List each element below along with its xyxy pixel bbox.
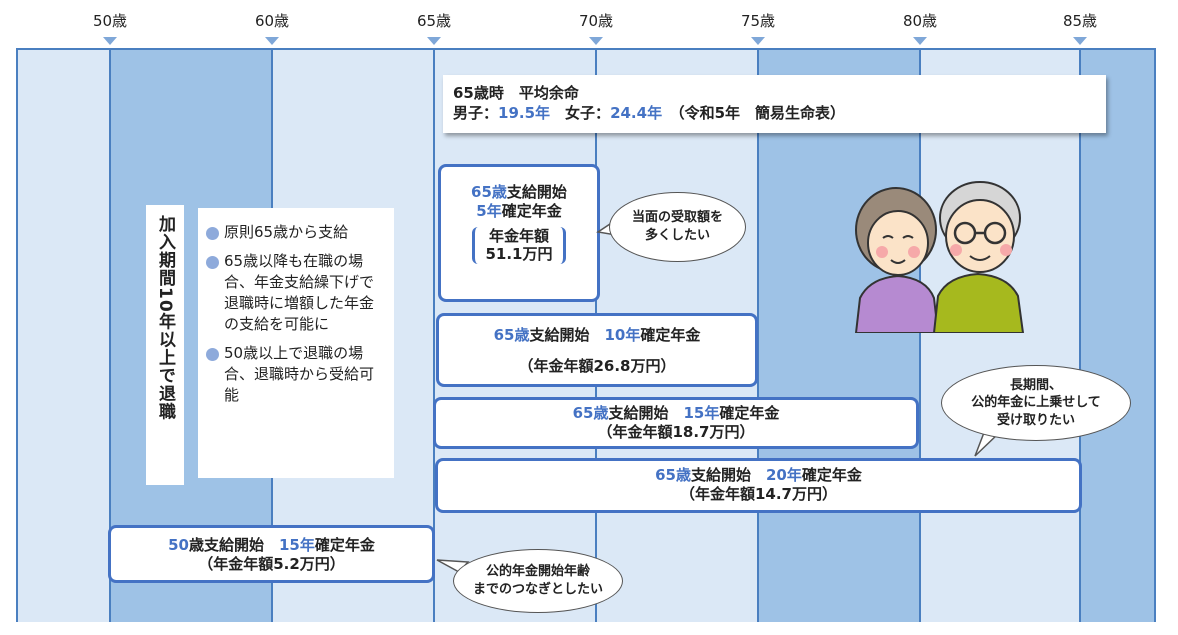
condition-item: 50歳以上で退職の場合、退職時から受給可能 (206, 343, 388, 406)
marker-80 (913, 37, 927, 45)
female-value: 24.4年 (610, 104, 663, 123)
age-label-60: 60歳 (254, 12, 290, 30)
gridline-50 (109, 48, 111, 622)
plan-50-start: 50歳支給開始 15年確定年金 （年金年額5.2万円） (108, 525, 435, 583)
plan-15-year: 65歳支給開始 15年確定年金 （年金年額18.7万円） (433, 397, 919, 449)
speech-bubble-short-term: 当面の受取額を多くしたい (609, 192, 746, 262)
marker-50 (103, 37, 117, 45)
gridline-80 (919, 48, 921, 622)
column-over-85 (1080, 48, 1156, 622)
speech-bubble-long-term: 長期間、公的年金に上乗せして受け取りたい (941, 365, 1131, 441)
female-label: 女子： (565, 104, 611, 123)
condition-item: 65歳以降も在職の場合、年金支給繰下げで退職時に増額した年金の支給を可能に (206, 251, 388, 335)
age-label-80: 80歳 (902, 12, 938, 30)
amount-box: 年金年額 51.1万円 (472, 226, 566, 264)
gridline-85 (1079, 48, 1081, 622)
life-expectancy-title: 65歳時 平均余命 (453, 84, 579, 102)
column-80-85 (920, 48, 1080, 622)
marker-65 (427, 37, 441, 45)
bullet-icon (206, 227, 219, 240)
male-label: 男子： (453, 104, 499, 123)
age-label-50: 50歳 (92, 12, 128, 30)
age-label-65: 65歳 (416, 12, 452, 30)
column-under-50 (16, 48, 110, 622)
marker-60 (265, 37, 279, 45)
bullet-icon (206, 348, 219, 361)
marker-70 (589, 37, 603, 45)
age-label-85: 85歳 (1062, 12, 1098, 30)
column-75-80 (758, 48, 920, 622)
plan-5-year: 65歳支給開始 5年確定年金 年金年額 51.1万円 (438, 164, 600, 302)
male-value: 19.5年 (498, 104, 551, 123)
age-label-70: 70歳 (578, 12, 614, 30)
elderly-couple-icon (854, 181, 1025, 333)
gridline-65 (433, 48, 435, 622)
marker-85 (1073, 37, 1087, 45)
plan-10-year: 65歳支給開始 10年確定年金 （年金年額26.8万円） (436, 313, 758, 387)
speech-bubble-bridge: 公的年金開始年齢までのつなぎとしたい (453, 549, 623, 613)
marker-75 (751, 37, 765, 45)
life-expectancy-values: 男子：19.5年 女子：24.4年 （令和5年 簡易生命表） (453, 103, 1096, 123)
condition-item: 原則65歳から支給 (206, 222, 388, 243)
bullet-icon (206, 256, 219, 269)
life-expectancy-note: 65歳時 平均余命 男子：19.5年 女子：24.4年 （令和5年 簡易生命表） (443, 75, 1106, 133)
life-table-source: （令和5年 簡易生命表） (677, 104, 846, 123)
conditions-list: 原則65歳から支給 65歳以降も在職の場合、年金支給繰下げで退職時に増額した年金… (198, 208, 394, 478)
plan-20-year: 65歳支給開始 20年確定年金 （年金年額14.7万円） (435, 458, 1082, 513)
age-label-75: 75歳 (740, 12, 776, 30)
enrollment-condition: 加入期間10年以上で退職 (146, 205, 184, 485)
gridline-75 (757, 48, 759, 622)
